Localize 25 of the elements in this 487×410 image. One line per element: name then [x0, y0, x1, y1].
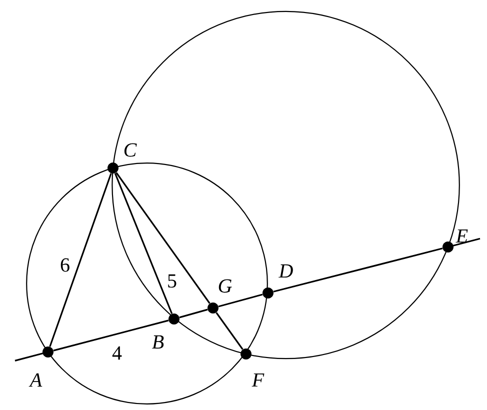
point-label: C: [124, 143, 137, 157]
point-label: E: [456, 229, 468, 243]
edge-label: 5: [166, 273, 178, 289]
line-segment: [114, 172, 173, 314]
line-segment: [216, 312, 244, 350]
point: [240, 348, 252, 360]
point-label: F: [252, 373, 264, 387]
point: [168, 314, 180, 324]
edge-label: 4: [111, 345, 123, 361]
point: [262, 288, 274, 298]
point: [108, 162, 118, 174]
line-segment: [179, 308, 208, 318]
point-label: G: [218, 279, 232, 293]
point: [442, 242, 454, 252]
edge-label: 6: [59, 257, 71, 273]
point-label: D: [278, 264, 293, 278]
line-segment: [116, 172, 210, 304]
line-segment: [273, 248, 443, 292]
point: [42, 346, 54, 358]
point-label: A: [28, 373, 42, 387]
point-label: B: [152, 335, 164, 349]
point: [208, 302, 218, 314]
line-segment: [49, 173, 112, 347]
line-segment: [218, 294, 263, 308]
line-segment: [53, 320, 169, 352]
